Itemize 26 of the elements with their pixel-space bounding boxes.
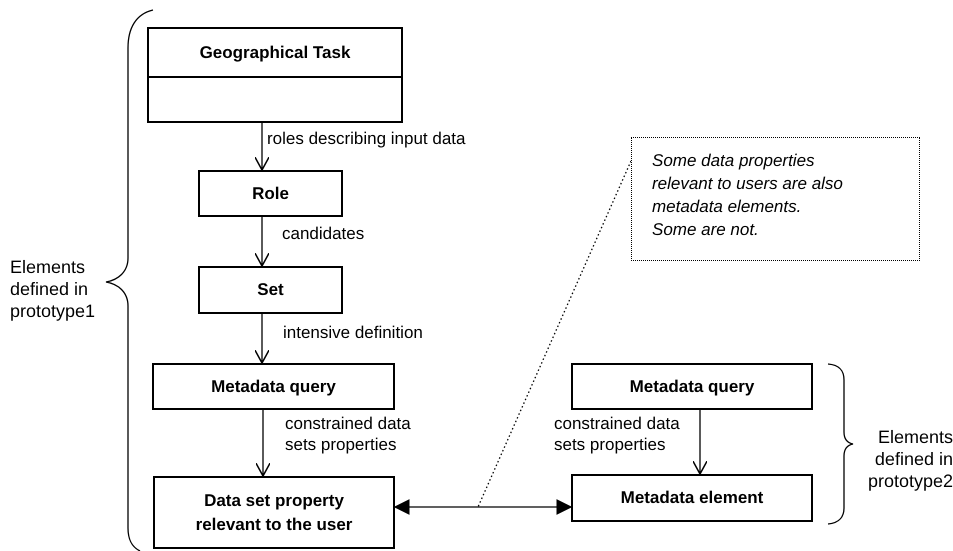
arrow <box>255 410 271 477</box>
brace-label: Elements defined in prototype2 <box>866 426 953 492</box>
process-box <box>198 170 343 217</box>
arrow <box>254 123 270 171</box>
arrow <box>254 314 270 364</box>
arrow <box>394 499 572 515</box>
brace-label: Elements defined in prototype1 <box>10 256 96 322</box>
note-text: Some data properties relevant to users are also metadata elements. <box>652 150 844 218</box>
process-box <box>571 474 813 522</box>
node-title: Metadata query <box>211 376 336 398</box>
arrow <box>692 410 708 475</box>
process-box <box>571 363 813 410</box>
process-box <box>153 476 395 549</box>
node-title: Set <box>257 279 284 301</box>
node-title: Geographical Task <box>200 42 350 64</box>
note-box <box>631 137 920 261</box>
node-title: Data set property relevant to the user <box>194 490 354 536</box>
node-title: Role <box>252 182 289 204</box>
arrow <box>254 217 270 267</box>
process-box <box>198 266 343 314</box>
node-title: Metadata query <box>630 376 754 398</box>
node-title: Metadata element <box>620 487 764 509</box>
leader-line <box>477 160 632 508</box>
process-box <box>152 363 395 410</box>
note-text: Some are not. <box>652 219 759 241</box>
task-box <box>147 27 403 123</box>
